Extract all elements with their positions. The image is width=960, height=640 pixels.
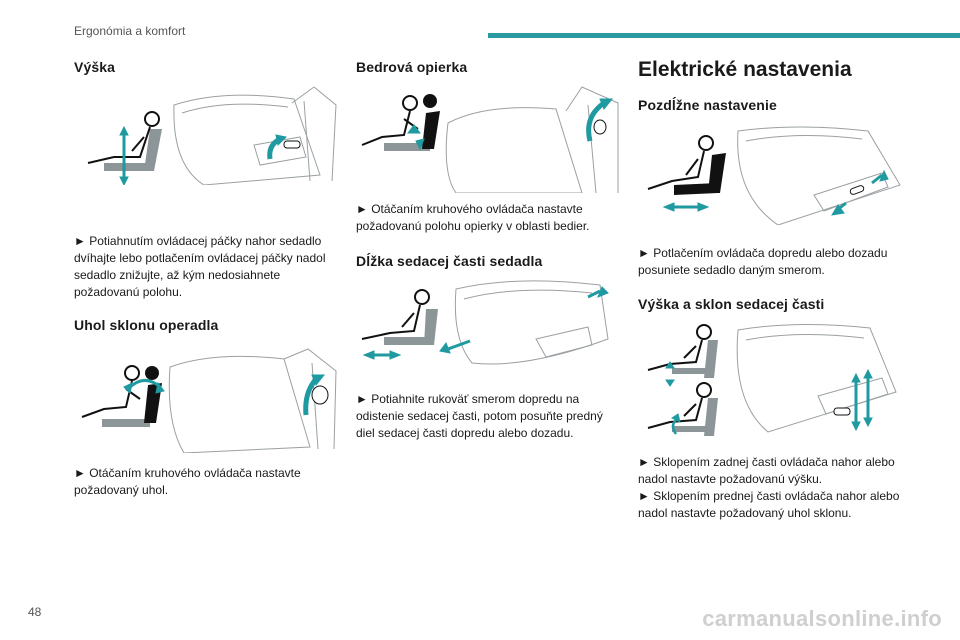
person-backrest-icon bbox=[81, 365, 165, 427]
seat-side-drawing bbox=[439, 280, 609, 365]
text-vyska-sklon-2: ► Sklopením prednej časti ovládača nahor… bbox=[638, 489, 900, 520]
illustration-seat-height bbox=[74, 85, 342, 185]
illustration-lumbar bbox=[356, 83, 624, 193]
seat-side-drawing bbox=[445, 86, 619, 193]
header-bar bbox=[488, 33, 960, 38]
heading-uhol: Uhol sklonu operadla bbox=[74, 317, 219, 333]
text-pozdlzne: ► Potlačením ovládača dopredu alebo doza… bbox=[638, 246, 888, 277]
person-height-icon bbox=[647, 324, 718, 387]
text-uhol: ► Otáčaním kruhového ovládača nastavte p… bbox=[74, 466, 301, 497]
header-title: Ergonómia a komfort bbox=[74, 24, 186, 38]
watermark: carmanualsonline.info bbox=[702, 606, 942, 631]
person-tilt-icon bbox=[647, 382, 718, 436]
text-vyska-sklon-1: ► Sklopením zadnej časti ovládača nahor … bbox=[638, 455, 895, 486]
column-2: Bedrová opierka ► Otáčaním kruhového ovl… bbox=[356, 54, 624, 442]
heading-bedrova: Bedrová opierka bbox=[356, 59, 468, 75]
text-bedrova: ► Otáčaním kruhového ovládača nastavte p… bbox=[356, 202, 590, 233]
illustration-backrest-angle bbox=[74, 343, 342, 453]
text-vyska: ► Potiahnutím ovládacej páčky nahor seda… bbox=[74, 234, 326, 299]
person-longitudinal-icon bbox=[647, 135, 726, 212]
seat-side-drawing bbox=[737, 126, 901, 225]
heading-pozdlzne: Pozdĺžne nastavenie bbox=[638, 97, 777, 113]
person-lumbar-icon bbox=[361, 94, 440, 151]
heading-vyska-sklon: Výška a sklon sedacej časti bbox=[638, 296, 825, 312]
heading-dlzka: Dĺžka sedacej časti sedadla bbox=[356, 253, 543, 269]
person-seat-length-icon bbox=[361, 289, 438, 360]
page-number: 48 bbox=[28, 605, 42, 619]
text-dlzka: ► Potiahnite rukoväť smerom dopredu na o… bbox=[356, 392, 603, 440]
column-3: Elektrické nastavenia Pozdĺžne nastaveni… bbox=[638, 54, 908, 522]
heading-vyska: Výška bbox=[74, 59, 115, 75]
seat-side-drawing bbox=[173, 86, 337, 185]
illustration-height-tilt bbox=[638, 322, 906, 444]
seat-side-drawing bbox=[736, 323, 897, 433]
column-1: Výška ► Potiahnutím ovládacej páčky n bbox=[74, 54, 342, 499]
illustration-seat-length bbox=[356, 279, 624, 375]
illustration-longitudinal bbox=[638, 125, 906, 225]
person-seat-icon bbox=[87, 111, 162, 185]
section-title-elektricke: Elektrické nastavenia bbox=[638, 58, 852, 81]
seat-side-drawing bbox=[168, 348, 337, 453]
